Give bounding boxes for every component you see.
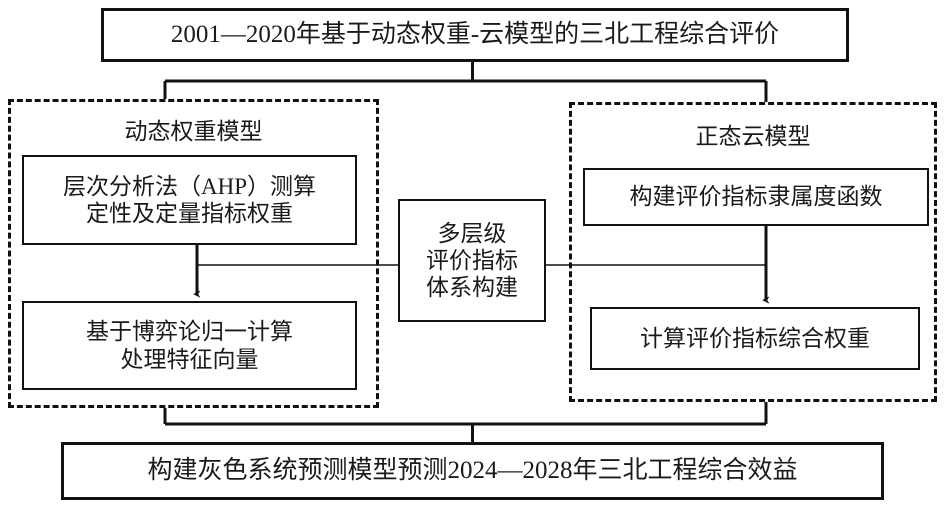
left-group-container xyxy=(8,99,379,408)
right-box-composite-weight: 计算评价指标综合权重 xyxy=(590,307,920,370)
bottom-box-text: 构建灰色系统预测模型预测2024—2028年三北工程综合效益 xyxy=(147,457,798,485)
right-box-membership-function: 构建评价指标隶属度函数 xyxy=(583,168,929,226)
left-group-label: 动态权重模型 xyxy=(8,112,379,146)
title-box: 2001—2020年基于动态权重-云模型的三北工程综合评价 xyxy=(101,8,849,62)
center-box-index-system: 多层级 评价指标 体系构建 xyxy=(398,199,546,322)
left-box-game-theory-text: 基于博弈论归一计算 处理特征向量 xyxy=(86,319,293,372)
right-group-label-text: 正态云模型 xyxy=(695,124,811,149)
center-box-index-system-text: 多层级 评价指标 体系构建 xyxy=(426,220,518,301)
left-box-ahp: 层次分析法（AHP）测算 定性及定量指标权重 xyxy=(22,155,357,245)
left-group-label-text: 动态权重模型 xyxy=(124,119,263,144)
title-text: 2001—2020年基于动态权重-云模型的三北工程综合评价 xyxy=(170,21,780,49)
groups-to-bottom-connector xyxy=(163,402,768,442)
bottom-box: 构建灰色系统预测模型预测2024—2028年三北工程综合效益 xyxy=(61,442,884,500)
left-box-game-theory: 基于博弈论归一计算 处理特征向量 xyxy=(22,301,357,390)
title-to-groups-connector xyxy=(163,62,768,102)
right-box-composite-weight-text: 计算评价指标综合权重 xyxy=(640,325,870,351)
right-group-container xyxy=(569,102,937,402)
right-box-membership-function-text: 构建评价指标隶属度函数 xyxy=(629,184,883,210)
left-box-ahp-text: 层次分析法（AHP）测算 定性及定量指标权重 xyxy=(62,173,316,226)
right-group-label: 正态云模型 xyxy=(569,117,937,151)
